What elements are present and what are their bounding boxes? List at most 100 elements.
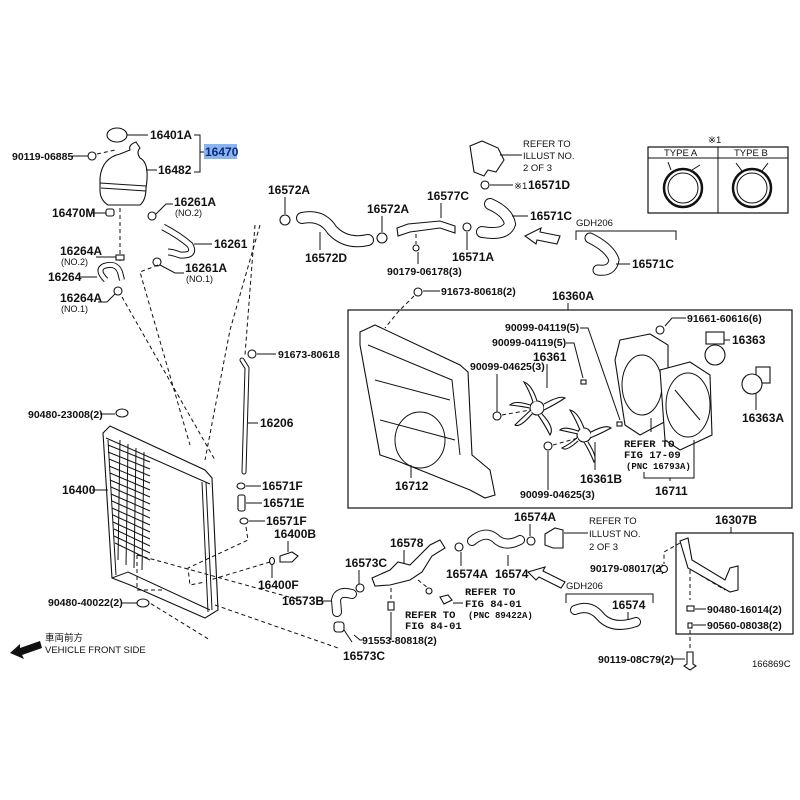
- label-16574a-left[interactable]: 16574A: [446, 567, 488, 581]
- clamp-16264a-no2-part[interactable]: [115, 254, 125, 261]
- label-16571f-top[interactable]: 16571F: [262, 479, 303, 493]
- label-16307b[interactable]: 16307B: [715, 513, 757, 527]
- clamp-16571f-top-part[interactable]: [236, 482, 246, 490]
- clamp-16573c-bottom-part[interactable]: [333, 621, 345, 633]
- screw-90099-04119-part[interactable]: [580, 379, 587, 385]
- fan-16361b-part[interactable]: [558, 409, 612, 463]
- label-16573b[interactable]: 16573B: [282, 594, 324, 608]
- label-16712[interactable]: 16712: [395, 479, 429, 493]
- clamp-16574a-left-part[interactable]: [454, 542, 464, 552]
- sensor-fig-84-01-part[interactable]: [425, 587, 433, 595]
- label-16261a-no2[interactable]: 16261A: [174, 195, 216, 209]
- label-16482[interactable]: 16482: [158, 163, 192, 177]
- label-16401a[interactable]: 16401A: [150, 128, 192, 142]
- label-16400b[interactable]: 16400B: [274, 527, 316, 541]
- label-90099-04119-b[interactable]: 90099-04119(5): [492, 337, 566, 349]
- label-16264[interactable]: 16264: [48, 270, 82, 284]
- reservoir-tank-part[interactable]: [99, 141, 148, 206]
- label-16578[interactable]: 16578: [390, 536, 424, 550]
- label-16361[interactable]: 16361: [533, 350, 567, 364]
- label-16572d[interactable]: 16572D: [305, 251, 347, 265]
- label-90099-04625-b[interactable]: 90099-04625(3): [520, 489, 595, 501]
- clamp-16571a-part[interactable]: [462, 222, 472, 232]
- label-16571c[interactable]: 16571C: [530, 209, 572, 223]
- label-91673-80618[interactable]: 91673-80618: [278, 349, 340, 361]
- thermostat-housing-part[interactable]: [469, 140, 505, 177]
- hose-16571e-part[interactable]: [237, 494, 246, 512]
- cushion-90480-16014-part[interactable]: [686, 605, 695, 612]
- label-16400[interactable]: 16400: [62, 483, 96, 497]
- label-91673-80618-2[interactable]: 91673-80618(2): [441, 286, 516, 298]
- clamp-16571f-bottom-part[interactable]: [239, 517, 249, 525]
- label-90560-08038[interactable]: 90560-08038(2): [707, 620, 782, 632]
- label-16573c-top[interactable]: 16573C: [345, 556, 387, 570]
- label-16261[interactable]: 16261: [214, 237, 248, 251]
- clamp-16261a-no2-part[interactable]: [147, 211, 157, 221]
- fan-housing-16711-part[interactable]: [614, 333, 713, 451]
- pipe-16577c-part[interactable]: [396, 220, 456, 237]
- reservoir-cap-part[interactable]: [106, 127, 128, 143]
- label-variant-16574[interactable]: 16574: [612, 598, 646, 612]
- oring-16400f-part[interactable]: [268, 556, 276, 566]
- label-16470m[interactable]: 16470M: [52, 206, 95, 220]
- label-16573c-bottom[interactable]: 16573C: [343, 649, 385, 663]
- label-16571a[interactable]: 16571A: [452, 250, 494, 264]
- label-16571d[interactable]: 16571D: [528, 178, 570, 192]
- label-16264a-no1[interactable]: 16264A: [60, 291, 102, 305]
- label-16363a[interactable]: 16363A: [742, 411, 784, 425]
- bolt-91673-80618-2-part[interactable]: [413, 287, 423, 297]
- label-16571e[interactable]: 16571E: [263, 496, 304, 510]
- bracket-16307b-part[interactable]: [679, 537, 739, 593]
- label-16574[interactable]: 16574: [495, 567, 529, 581]
- label-91553-80818[interactable]: 91553-80818(2): [362, 635, 437, 647]
- label-16711[interactable]: 16711: [655, 484, 688, 498]
- fan-motor-16363a-part[interactable]: [741, 366, 771, 395]
- clamp-16571d-part[interactable]: [480, 180, 490, 190]
- label-90119-06885[interactable]: 90119-06885: [12, 151, 73, 163]
- fan-motor-16363-part[interactable]: [704, 331, 726, 366]
- clamp-16264a-no1-part[interactable]: [113, 286, 123, 296]
- bolt-90179-06178-part[interactable]: [412, 244, 420, 252]
- label-variant-16571c[interactable]: 16571C: [632, 257, 674, 271]
- label-90480-16014[interactable]: 90480-16014(2): [707, 604, 782, 616]
- cushion-90480-23008-part[interactable]: [115, 408, 129, 418]
- label-90480-40022[interactable]: 90480-40022(2): [48, 597, 123, 609]
- bolt-90099-04625-b-part[interactable]: [543, 441, 553, 451]
- label-16572a-mid[interactable]: 16572A: [367, 202, 409, 216]
- clamp-16572a-left-part[interactable]: [279, 214, 291, 226]
- screw-90099-04119-b-part[interactable]: [616, 421, 623, 427]
- label-16571f-bottom[interactable]: 16571F: [266, 514, 307, 528]
- shroud-16712-part[interactable]: [359, 324, 496, 499]
- label-16574a-top[interactable]: 16574A: [514, 510, 556, 524]
- bolt-90119-08c79-part[interactable]: [683, 651, 697, 671]
- label-90480-23008[interactable]: 90480-23008(2): [28, 409, 103, 421]
- nut-90179-08017-part[interactable]: [659, 564, 669, 574]
- label-90099-04625-a[interactable]: 90099-04625(3): [470, 361, 545, 373]
- clamp-16574a-top-part[interactable]: [526, 536, 536, 546]
- clamp-16573c-top-part[interactable]: [355, 583, 365, 593]
- label-90179-08017[interactable]: 90179-08017(2): [590, 563, 665, 575]
- label-90119-08c79[interactable]: 90119-08C79(2): [598, 654, 674, 666]
- cushion-90480-40022-part[interactable]: [136, 598, 150, 608]
- label-16363[interactable]: 16363: [732, 333, 766, 347]
- bolt-91673-80618-part[interactable]: [247, 349, 257, 359]
- label-16264a-no2[interactable]: 16264A: [60, 244, 102, 258]
- label-91661-60616[interactable]: 91661-60616(6): [687, 313, 762, 325]
- label-90099-04119-a[interactable]: 90099-04119(5): [505, 322, 579, 334]
- label-16361b[interactable]: 16361B: [580, 472, 622, 486]
- label-16470-assembly[interactable]: 16470: [205, 145, 239, 159]
- label-16577c[interactable]: 16577C: [427, 189, 469, 203]
- label-16400f[interactable]: 16400F: [258, 578, 299, 592]
- nut-91661-60616-part[interactable]: [655, 325, 665, 335]
- water-inlet-part[interactable]: [544, 527, 564, 549]
- bolt-91553-80818-part[interactable]: [387, 601, 395, 611]
- collar-90560-08038-part[interactable]: [687, 622, 693, 629]
- radiator-16400-part[interactable]: [102, 425, 219, 619]
- label-90179-06178[interactable]: 90179-06178(3): [387, 266, 462, 278]
- label-16572a-left[interactable]: 16572A: [268, 183, 310, 197]
- fan-16361-part[interactable]: [508, 380, 567, 437]
- label-16360a[interactable]: 16360A: [552, 289, 594, 303]
- switch-89422a-part[interactable]: [439, 594, 453, 605]
- reservoir-mount-part[interactable]: [105, 208, 115, 217]
- label-16206[interactable]: 16206: [260, 416, 294, 430]
